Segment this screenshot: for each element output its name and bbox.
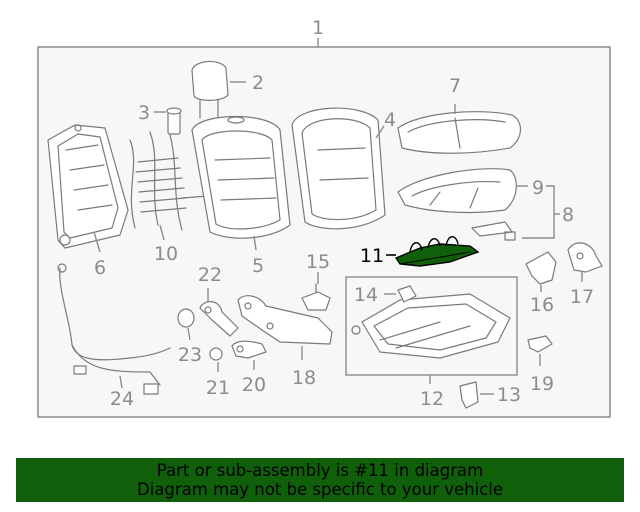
callout-17: 17	[570, 286, 594, 308]
info-banner: Part or sub-assembly is #11 in diagram D…	[16, 458, 624, 502]
banner-line-1: Part or sub-assembly is #11 in diagram	[156, 461, 484, 480]
callout-18: 18	[292, 367, 316, 389]
callout-5: 5	[252, 255, 264, 277]
part-4-seatback-cover	[291, 107, 386, 230]
callout-8: 8	[562, 204, 574, 226]
part-16	[525, 251, 557, 285]
part-19	[527, 335, 553, 353]
callout-21: 21	[206, 377, 230, 399]
part-13	[459, 381, 479, 409]
part-8-small-pad	[471, 221, 516, 241]
callout-6: 6	[94, 257, 106, 279]
callout-7: 7	[449, 75, 461, 97]
part-24-wire-harness	[57, 263, 171, 395]
callout-14: 14	[354, 284, 378, 306]
callout-16: 16	[530, 294, 554, 316]
callout-4: 4	[384, 109, 396, 131]
diagram-frame	[37, 46, 611, 418]
part-7-cushion-cover	[397, 111, 521, 154]
callout-24: 24	[110, 388, 134, 410]
callout-9: 9	[532, 177, 544, 199]
callout-3: 3	[138, 102, 150, 124]
part-6-seatback-frame	[47, 124, 129, 249]
part-10-spring-mat	[129, 131, 209, 231]
callout-23: 23	[178, 344, 202, 366]
part-2-headrest	[191, 60, 229, 119]
bracket-8	[522, 185, 555, 239]
callout-20: 20	[242, 374, 266, 396]
part-9-cushion-pad	[397, 168, 517, 214]
callout-15: 15	[306, 251, 330, 273]
callout-10: 10	[154, 243, 178, 265]
part-21	[209, 347, 223, 361]
part-22	[199, 301, 239, 337]
part-15	[301, 283, 331, 311]
part-12-seat-adjuster	[351, 293, 511, 359]
part-20	[231, 340, 267, 359]
callout-13: 13	[497, 384, 521, 406]
part-11-highlighted-assembly	[394, 236, 480, 267]
part-5-seatback-pad	[191, 116, 291, 239]
banner-line-2: Diagram may not be specific to your vehi…	[137, 480, 503, 499]
part-17	[567, 242, 603, 273]
callout-22: 22	[198, 264, 222, 286]
callout-1: 1	[312, 17, 324, 39]
callout-11: 11	[360, 245, 384, 267]
callout-19: 19	[530, 373, 554, 395]
part-12-group-box	[345, 276, 518, 376]
part-23	[177, 308, 195, 328]
part-18-side-trim	[237, 295, 333, 345]
part-3-headrest-guide	[166, 107, 182, 135]
callout-2: 2	[252, 72, 264, 94]
callout-12: 12	[420, 388, 444, 410]
part-14	[397, 285, 417, 303]
